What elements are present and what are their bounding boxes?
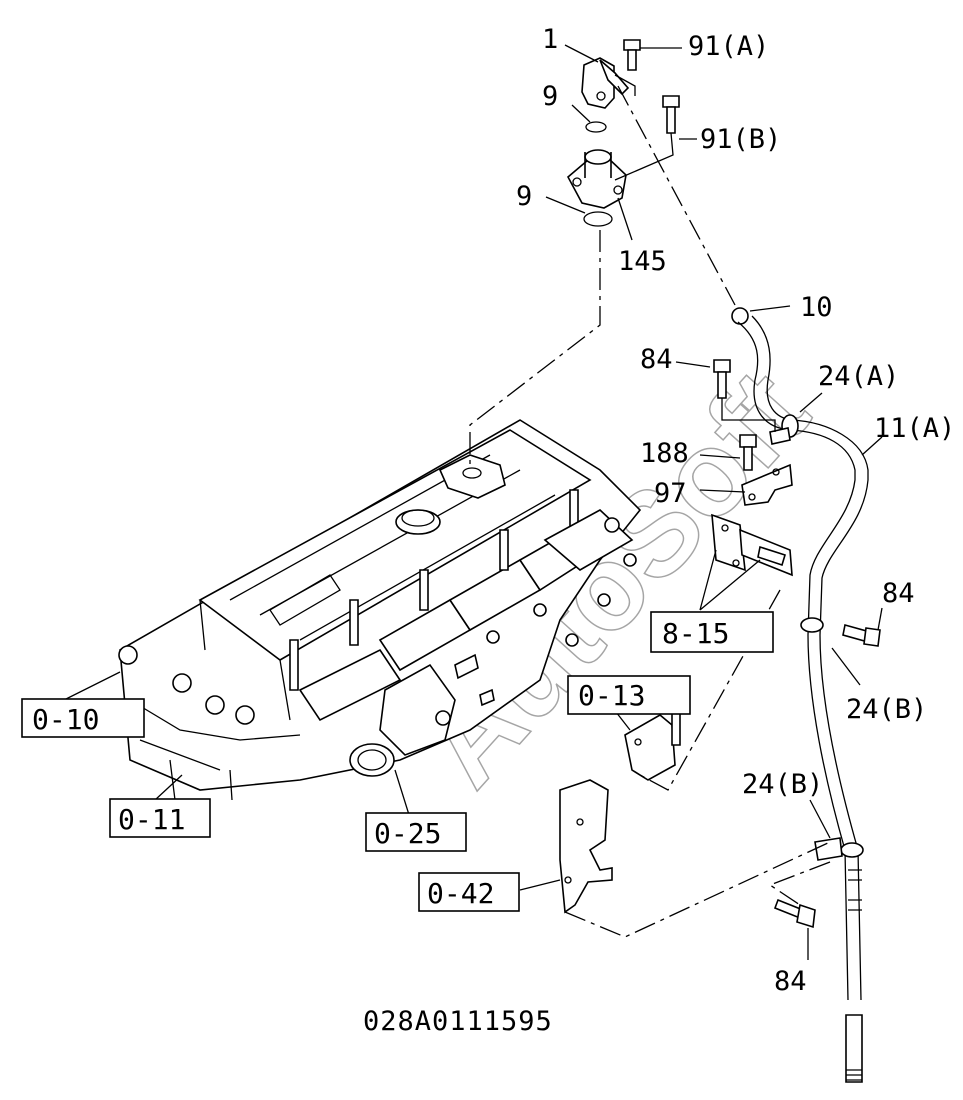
ref-box-8-15: 8-15 xyxy=(650,611,774,653)
o-ring-9-mid xyxy=(583,211,613,227)
callout-10: 10 xyxy=(800,292,833,323)
bolt-84-top xyxy=(713,359,731,399)
callout-91b: 91(B) xyxy=(700,124,781,155)
callout-91a: 91(A) xyxy=(688,31,769,62)
ref-0-42-label: 0-42 xyxy=(427,877,494,910)
callout-84-top: 84 xyxy=(640,344,673,375)
bracket-0-42 xyxy=(559,779,613,914)
callout-24b-low: 24(B) xyxy=(742,769,823,800)
bracket-8-15 xyxy=(711,513,793,577)
ref-0-13-label: 0-13 xyxy=(578,679,645,712)
ref-box-0-13: 0-13 xyxy=(567,675,691,715)
bracket-97 xyxy=(741,463,793,506)
callout-1: 1 xyxy=(542,24,558,55)
assembly-centerline-1 xyxy=(469,230,601,470)
o-ring-9-top xyxy=(585,121,607,133)
bolt-91b xyxy=(662,95,680,134)
part-1-water-outlet xyxy=(581,57,630,109)
bolt-91a xyxy=(623,39,641,71)
clip-24b-low xyxy=(814,837,864,861)
ref-box-0-10: 0-10 xyxy=(21,698,145,738)
callout-24b-mid: 24(B) xyxy=(846,694,927,725)
callout-9-mid: 9 xyxy=(516,181,532,212)
ref-0-11-label: 0-11 xyxy=(118,803,185,836)
figure-code: 028A0111595 xyxy=(363,1006,553,1037)
ref-box-0-42: 0-42 xyxy=(418,872,520,912)
bolt-188 xyxy=(739,434,757,471)
engine-cylinder-head xyxy=(118,419,642,801)
callout-9-top: 9 xyxy=(542,81,558,112)
bracket-0-13 xyxy=(624,709,681,781)
callout-84-low: 84 xyxy=(774,966,807,997)
callout-188: 188 xyxy=(640,438,689,469)
callout-97: 97 xyxy=(654,478,687,509)
ref-box-0-25: 0-25 xyxy=(365,812,467,852)
callout-24a: 24(A) xyxy=(818,361,899,392)
pipe-11a xyxy=(737,315,869,1083)
bolt-84-right xyxy=(842,623,881,647)
assembly-centerline-2 xyxy=(617,85,736,306)
clip-24b-mid xyxy=(800,617,824,633)
part-145-adapter xyxy=(566,149,627,209)
callout-145: 145 xyxy=(618,246,667,277)
callout-11a: 11(A) xyxy=(874,413,955,444)
callout-84-right: 84 xyxy=(882,578,915,609)
ref-0-25-label: 0-25 xyxy=(374,817,441,850)
leader-lines xyxy=(63,44,883,960)
ref-8-15-label: 8-15 xyxy=(662,617,729,650)
bolt-84-low xyxy=(773,898,816,929)
ref-box-0-11: 0-11 xyxy=(109,798,211,838)
ref-0-10-label: 0-10 xyxy=(32,703,99,736)
hose-clamp-10 xyxy=(731,307,749,325)
